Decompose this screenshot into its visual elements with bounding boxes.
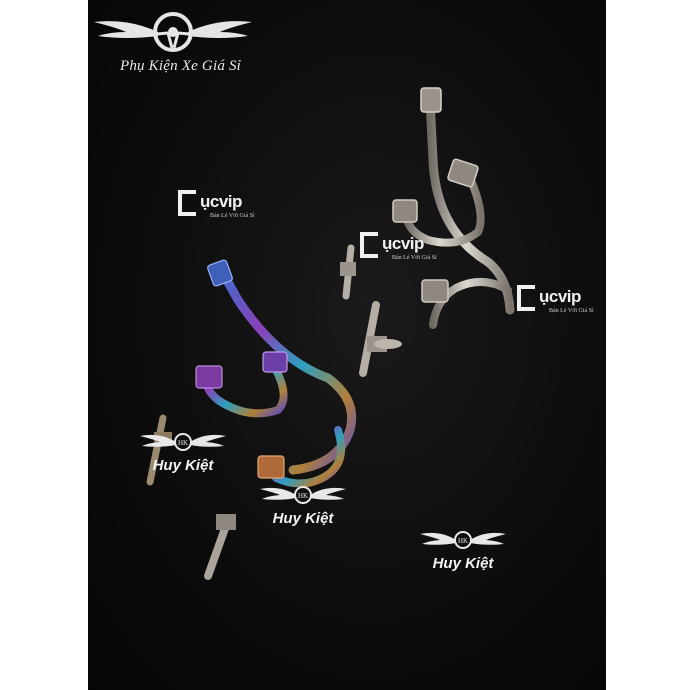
titanium-hook [146,259,357,580]
cucvip-logo-icon [517,285,535,311]
winged-crest-icon: HK [260,486,346,504]
cucvip-wordmark: ụcvip [200,192,242,211]
brand-logo [88,8,258,61]
winged-crest-icon: HK [140,433,226,451]
cucvip-tagline: Bán Lẻ Với Giá Sỉ [549,308,594,314]
hook-illustration [146,87,515,580]
svg-text:HK: HK [178,439,188,447]
cucvip-watermark: ụcvip Bán Lẻ Với Giá Sỉ [176,188,286,228]
huykiet-watermark: HK Huy Kiệt [248,483,358,527]
winged-crest-icon: HK [420,531,506,549]
brand-caption: Phụ Kiện Xe Giá Sỉ [119,58,242,74]
cucvip-logo-icon [360,232,378,258]
huykiet-wordmark: Huy Kiệt [152,457,214,474]
svg-text:HK: HK [298,492,308,500]
cucvip-wordmark: ụcvip [539,287,581,306]
cucvip-tagline: Bán Lẻ Với Giá Sỉ [392,255,437,261]
huykiet-wordmark: Huy Kiệt [272,510,334,527]
cucvip-tagline: Bán Lẻ Với Giá Sỉ [210,213,255,219]
steering-wheel-wings-icon [94,12,252,52]
product-photo: Phụ Kiện Xe Giá Sỉ ụcvip Bán Lẻ Với Giá … [88,0,606,690]
cucvip-logo-icon [178,190,196,216]
chrome-hook [340,87,515,377]
cucvip-wordmark: ụcvip [382,234,424,253]
svg-text:HK: HK [458,537,468,545]
huykiet-watermark: HK Huy Kiệt [128,430,238,474]
huykiet-wordmark: Huy Kiệt [432,555,494,572]
cucvip-watermark: ụcvip Bán Lẻ Với Giá Sỉ [358,230,468,270]
huykiet-watermark: HK Huy Kiệt [408,528,518,572]
cucvip-watermark: ụcvip Bán Lẻ Với Giá Sỉ [515,283,606,323]
